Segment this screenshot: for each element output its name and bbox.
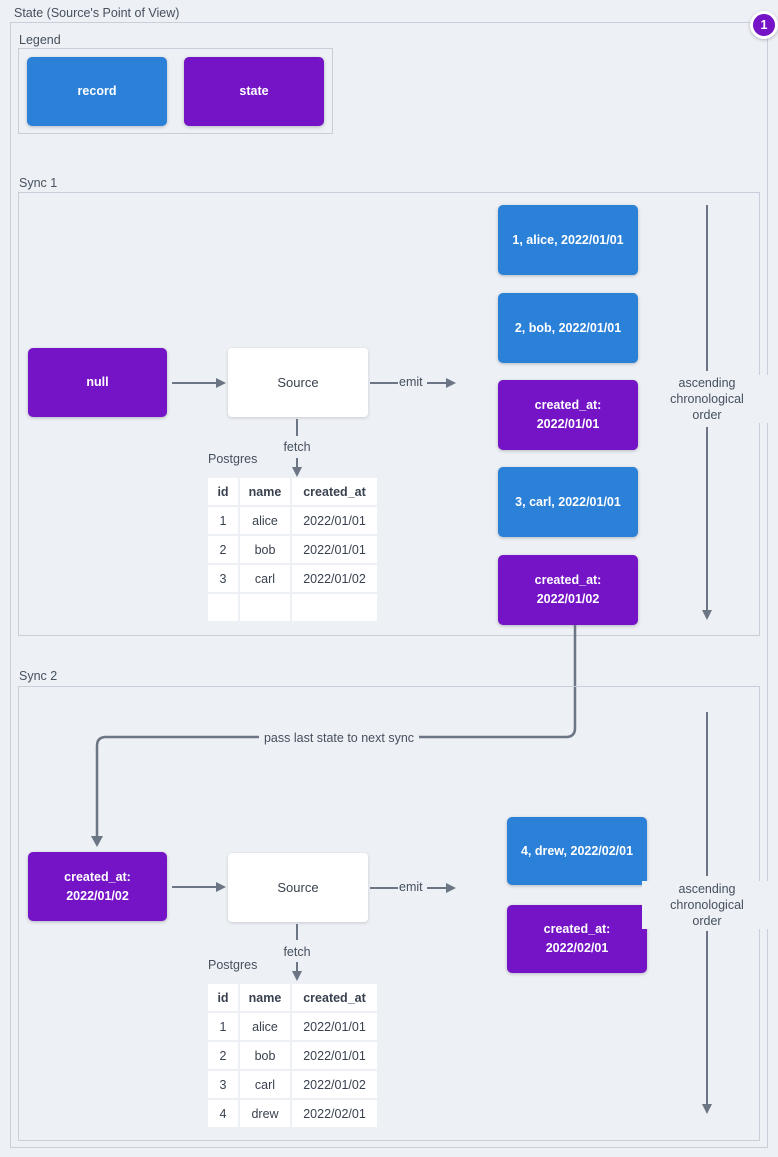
sync2-emit-line [370, 887, 398, 889]
table-cell: 2022/01/01 [292, 536, 377, 563]
sync1-emit-label: emit [399, 375, 423, 389]
sync1-input-state-box: null [28, 348, 167, 417]
table-cell: 1 [208, 507, 238, 534]
sync2-order-line2 [706, 931, 708, 1104]
state-line2: 2022/01/02 [66, 888, 129, 903]
legend-state-box: state [184, 57, 324, 126]
table-cell: 3 [208, 565, 238, 592]
table-cell: drew [240, 1100, 290, 1127]
sync1-source-box: Source [228, 348, 368, 417]
arrow-right-icon [446, 883, 456, 893]
sync2-label: Sync 2 [19, 669, 58, 683]
table-header-cell: name [240, 984, 290, 1011]
sync1-postgres-table: id name created_at 1 alice 2022/01/01 2 … [208, 478, 377, 621]
order-note-line: chronological [670, 392, 744, 406]
sync1-db-label: Postgres [208, 452, 258, 466]
page-title: State (Source's Point of View) [14, 6, 180, 20]
sync1-emitted-state-1: created_at: 2022/01/01 [498, 380, 638, 450]
table-header-cell: created_at [292, 984, 377, 1011]
arrow-right-icon [446, 378, 456, 388]
table-cell: alice [240, 1013, 290, 1040]
order-note-line: order [692, 408, 722, 422]
sync1-order-line [706, 205, 708, 371]
sync2-fetch-label: fetch [283, 945, 311, 959]
table-cell: 2 [208, 536, 238, 563]
table-cell: 2022/01/01 [292, 507, 377, 534]
table-cell: 4 [208, 1100, 238, 1127]
order-note-line: ascending [678, 376, 736, 390]
sync2-postgres-table: id name created_at 1 alice 2022/01/01 2 … [208, 984, 377, 1127]
arrow-down-icon [292, 971, 302, 981]
table-cell: carl [240, 1071, 290, 1098]
order-note-line: order [692, 914, 722, 928]
state-line2: 2022/01/01 [536, 417, 600, 431]
sync2-source-box: Source [228, 853, 368, 922]
connector-label: pass last state to next sync [258, 731, 420, 745]
table-cell: 2022/01/02 [292, 565, 377, 592]
outer-frame [10, 22, 768, 1148]
sync1-fetch-line2 [296, 458, 298, 467]
arrow-right-icon [216, 378, 226, 388]
table-cell: carl [240, 565, 290, 592]
legend-label: Legend [19, 33, 61, 47]
table-cell [292, 594, 377, 621]
state-line1: created_at: [64, 869, 131, 884]
state-line1: created_at: [534, 573, 602, 587]
table-cell: 3 [208, 1071, 238, 1098]
sync2-fetch-line [296, 924, 298, 940]
sync2-db-label: Postgres [208, 958, 258, 972]
sync1-emitted-record-2: 2, bob, 2022/01/01 [498, 293, 638, 363]
arrow-down-icon [292, 467, 302, 477]
table-cell [208, 594, 238, 621]
sync1-emitted-record-3: 3, carl, 2022/01/01 [498, 467, 638, 537]
sync1-label: Sync 1 [19, 176, 58, 190]
sync2-order-note: ascending chronological order [642, 881, 772, 929]
sync1-emitted-state-2: created_at: 2022/01/02 [498, 555, 638, 625]
sync2-emitted-state-1: created_at: 2022/02/01 [507, 905, 647, 973]
legend-record-box: record [27, 57, 167, 126]
table-cell: alice [240, 507, 290, 534]
sync2-input-state-box: created_at: 2022/01/02 [28, 852, 167, 921]
sync2-fetch-line2 [296, 962, 298, 971]
sync1-emitted-record-1: 1, alice, 2022/01/01 [498, 205, 638, 275]
sync2-order-line [706, 712, 708, 876]
table-header-cell: created_at [292, 478, 377, 505]
legend-frame [18, 48, 333, 134]
table-cell: 2022/01/01 [292, 1013, 377, 1040]
table-cell: 1 [208, 1013, 238, 1040]
sync1-state-to-source-arrow [172, 382, 216, 384]
table-cell: bob [240, 1042, 290, 1069]
state-line2: 2022/01/02 [536, 592, 600, 606]
step-number-badge: 1 [750, 11, 778, 39]
sync1-order-note: ascending chronological order [642, 375, 772, 423]
state-line1: created_at: [534, 398, 602, 412]
state-line1: created_at: [543, 922, 611, 936]
sync1-emit-line [370, 382, 398, 384]
table-cell: bob [240, 536, 290, 563]
sync1-fetch-label: fetch [283, 440, 311, 454]
sync2-emit-line2 [427, 887, 446, 889]
sync1-emit-line2 [427, 382, 446, 384]
sync2-emit-label: emit [399, 880, 423, 894]
arrow-down-icon [702, 1104, 712, 1114]
table-cell: 2022/01/02 [292, 1071, 377, 1098]
table-header-cell: id [208, 478, 238, 505]
sync1-fetch-line [296, 419, 298, 436]
sync2-emitted-record-1: 4, drew, 2022/02/01 [507, 817, 647, 885]
order-note-line: ascending [678, 882, 736, 896]
table-header-cell: name [240, 478, 290, 505]
sync2-state-to-source-arrow [172, 886, 216, 888]
sync1-order-line2 [706, 427, 708, 610]
state-line2: 2022/02/01 [545, 941, 609, 955]
table-header-cell: id [208, 984, 238, 1011]
arrow-down-icon [702, 610, 712, 620]
order-note-line: chronological [670, 898, 744, 912]
table-cell [240, 594, 290, 621]
table-cell: 2 [208, 1042, 238, 1069]
arrow-right-icon [216, 882, 226, 892]
table-cell: 2022/02/01 [292, 1100, 377, 1127]
table-cell: 2022/01/01 [292, 1042, 377, 1069]
